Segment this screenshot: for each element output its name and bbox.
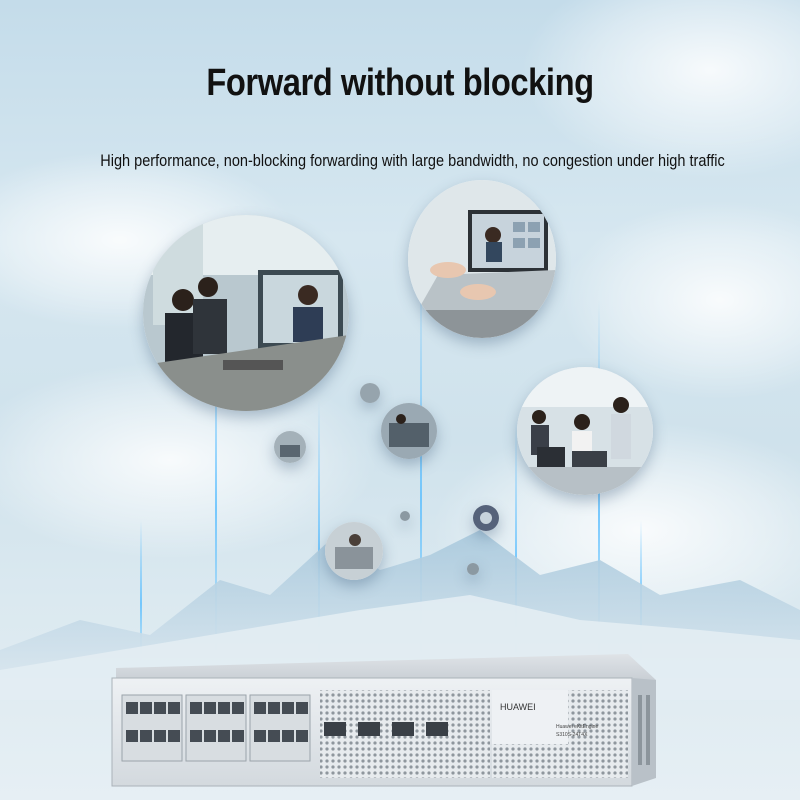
model-line-1: Huawei eKitEngine <box>556 724 598 730</box>
light-beam <box>515 420 517 660</box>
small-bubble <box>400 511 410 521</box>
brand-logo: HUAWEI <box>500 702 536 712</box>
small-bubble <box>325 522 383 580</box>
small-bubble <box>360 383 380 403</box>
light-beam <box>318 400 320 660</box>
page-title: Forward without blocking <box>206 62 594 104</box>
small-bubble <box>473 505 499 531</box>
model-line-2: S310S-24T4X <box>556 732 588 738</box>
small-bubble <box>381 403 437 459</box>
cloud <box>560 200 800 400</box>
video-conference-bubble <box>143 215 349 411</box>
laptop-video-call-bubble <box>408 180 556 338</box>
office-team-bubble <box>517 367 653 495</box>
network-switch: HUAWEI Huawei eKitEngine S310S-24T4X <box>111 654 656 787</box>
small-bubble <box>467 563 479 575</box>
small-bubble <box>274 431 306 463</box>
light-beam <box>140 520 142 660</box>
light-beam <box>420 260 422 660</box>
page-subtitle: High performance, non-blocking forwardin… <box>100 152 725 170</box>
light-beam <box>215 300 217 650</box>
